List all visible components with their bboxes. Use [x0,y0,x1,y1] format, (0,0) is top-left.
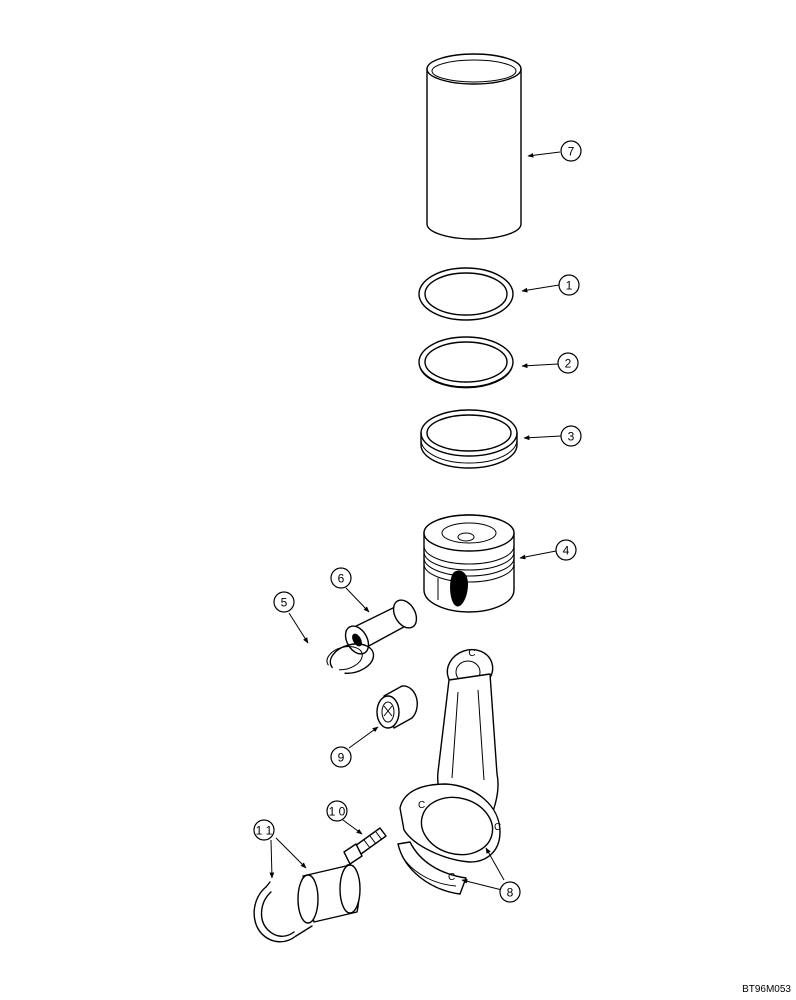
piston-pin [344,599,418,655]
callout-5: 5 [273,591,309,644]
svg-text:1 0: 1 0 [329,805,346,819]
oil-control-ring [420,409,518,469]
piston-ring-top [418,267,514,321]
callout-4: 4 [519,539,577,561]
svg-text:1 1: 1 1 [256,824,273,838]
callout-9: 9 [330,726,379,768]
figure-code: BT96M053 [742,984,791,995]
callout-8: 8 [461,847,521,903]
svg-text:5: 5 [281,596,288,610]
bearing-shell-upper [297,864,361,924]
callout-3: 3 [523,425,582,447]
svg-text:3: 3 [568,430,575,444]
callout-7: 7 [527,140,582,162]
snap-ring [326,643,375,674]
svg-text:9: 9 [338,751,345,765]
svg-text:4: 4 [563,544,570,558]
svg-text:7: 7 [568,145,575,159]
svg-text:1: 1 [566,279,573,293]
callout-6: 6 [330,567,370,613]
svg-text:C: C [448,872,455,883]
svg-text:C: C [418,800,425,811]
svg-text:2: 2 [565,357,572,371]
svg-text:C: C [468,648,475,659]
svg-text:6: 6 [338,572,345,586]
svg-text:8: 8 [507,886,514,900]
svg-text:C: C [494,822,501,833]
small-end-bushing [376,685,418,729]
bearing-shell-lower [253,881,313,943]
piston [423,514,515,613]
piston-ring-second [418,336,514,389]
connecting-rod: C C C C [397,648,501,895]
callout-10: 1 0 [326,800,363,835]
callout-1: 1 [521,274,580,296]
connecting-rod-bolt [343,827,387,865]
callout-2: 2 [521,352,579,374]
callout-11: 1 1 [253,819,307,879]
cylinder-liner [426,53,522,240]
